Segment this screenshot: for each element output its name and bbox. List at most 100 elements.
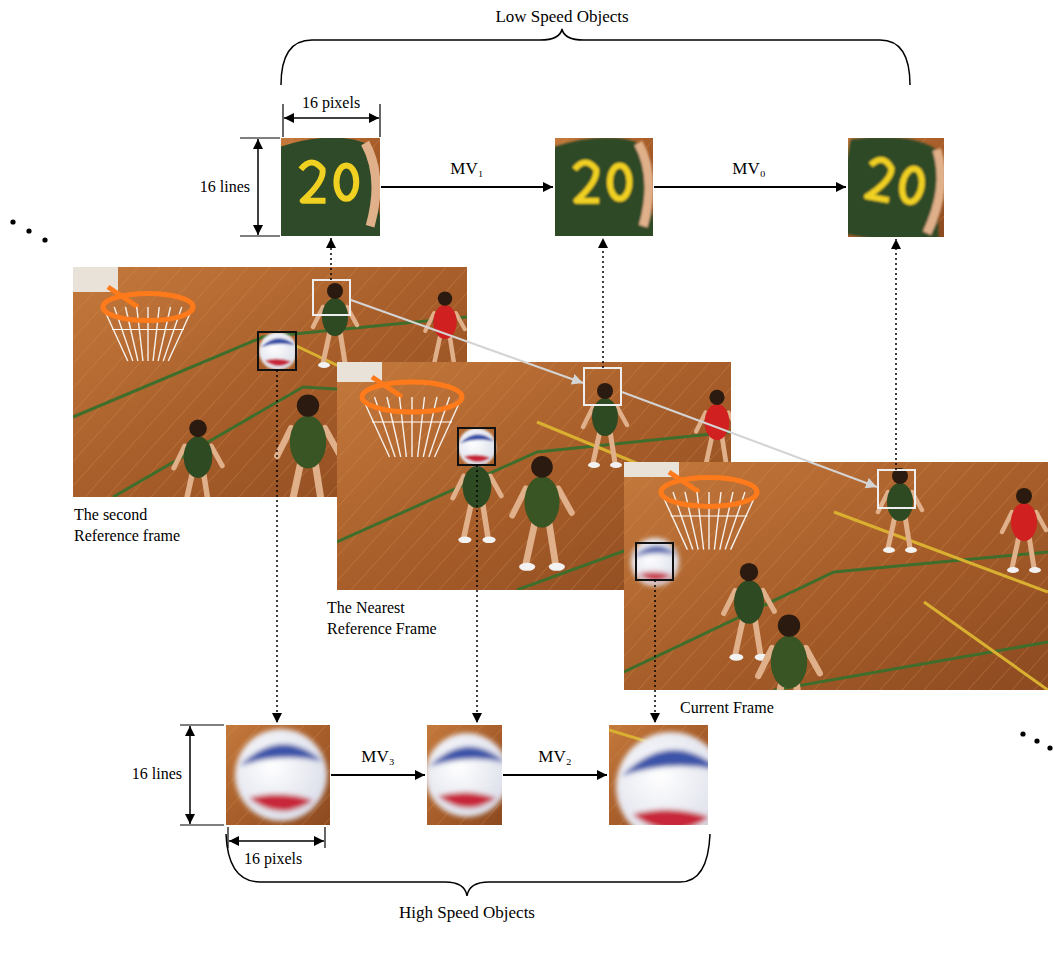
jersey-crop — [848, 138, 944, 237]
wood-floor — [226, 725, 330, 825]
video-frame: Current Frame — [624, 462, 1048, 690]
ball-crop — [609, 725, 708, 825]
player-leg — [204, 472, 210, 497]
dimension-label: 16 pixels — [302, 93, 360, 113]
court-line — [774, 642, 1048, 690]
floor-plank — [151, 267, 358, 497]
jersey-crop — [555, 138, 653, 236]
hoop-net — [112, 329, 184, 330]
continuation-dot — [10, 219, 15, 224]
jersey-picture — [555, 138, 653, 236]
continuation-dot — [26, 228, 31, 233]
dimension-label: 16 pixels — [244, 849, 302, 869]
arm — [922, 150, 944, 235]
player-head — [597, 383, 613, 399]
jersey-picture — [281, 138, 380, 236]
player-arm — [763, 591, 775, 612]
hoop-rim — [103, 294, 193, 321]
group-heading: Low Speed Objects — [495, 6, 628, 27]
player-torso — [290, 415, 326, 468]
player-head — [189, 420, 207, 438]
player-shoe — [610, 462, 622, 468]
tracked-block-white — [584, 368, 621, 405]
player-arm — [325, 428, 339, 453]
ball-blue-panel — [261, 338, 295, 347]
hoop-net — [126, 307, 138, 361]
dimension-arrow — [284, 117, 379, 119]
ball-blue-panel — [460, 434, 494, 443]
ball-red-panel — [249, 794, 313, 811]
motion-vector-label: MV₀ — [732, 158, 765, 179]
continuation-dot — [1034, 738, 1039, 743]
player-leg — [755, 618, 761, 655]
player-head — [709, 390, 724, 405]
floor-plank — [624, 462, 711, 690]
player-shoe — [1007, 567, 1019, 573]
floor-plank — [337, 362, 358, 590]
player-arm — [512, 489, 526, 516]
player-shoe — [588, 462, 600, 468]
player-shoe — [318, 362, 330, 368]
floor-plank — [395, 362, 600, 590]
hoop-net — [153, 307, 159, 361]
floor-plank — [858, 462, 1048, 690]
ball-body — [458, 428, 496, 466]
player-arm — [174, 446, 185, 468]
jersey — [555, 138, 653, 236]
player-shoe — [458, 537, 471, 544]
player-leg — [340, 331, 345, 363]
dotted-leader — [476, 465, 478, 723]
player-leg — [549, 521, 556, 564]
player-head — [1016, 488, 1032, 504]
motion-vector-arrow — [654, 186, 846, 188]
player-head — [531, 456, 553, 478]
ball-body — [631, 538, 679, 586]
floor-plank — [814, 462, 1019, 690]
jersey-picture — [848, 138, 944, 237]
trajectory-arrow — [351, 300, 583, 383]
player-leg — [888, 516, 895, 548]
ball-crop — [226, 725, 330, 825]
motion-vector-arrow — [503, 774, 607, 776]
player-arm — [211, 446, 222, 466]
trajectory-arrow — [622, 392, 877, 487]
hoop-net — [714, 492, 721, 550]
player-leg — [1012, 536, 1019, 568]
floor-plank — [483, 362, 688, 590]
ball-blue-panel — [633, 546, 676, 557]
player-torso — [705, 404, 730, 440]
ball-body — [235, 729, 327, 821]
player-torso — [592, 398, 618, 436]
ball-blue-panel — [429, 747, 502, 767]
dimension-label: 16 lines — [200, 177, 250, 197]
extension-line — [324, 827, 325, 848]
jersey-crop — [281, 138, 380, 236]
player-torso — [734, 580, 764, 624]
motion-vector-label: MV₁ — [450, 158, 483, 179]
floor-plank — [1012, 462, 1048, 690]
frame-caption: Current Frame — [680, 698, 774, 719]
floor-plank — [337, 362, 512, 590]
floor-plank — [129, 267, 336, 497]
floor-plank — [748, 462, 953, 690]
hoop-net — [147, 307, 148, 361]
frame-caption: The second Reference frame — [74, 505, 199, 547]
player-arm — [1036, 512, 1046, 530]
motion-vector-label: MV₃ — [361, 746, 394, 767]
hoop-net — [697, 492, 704, 550]
player-torso — [524, 476, 559, 527]
basketball — [631, 538, 679, 586]
hoop-net — [685, 492, 698, 550]
ball-crop — [427, 725, 502, 825]
jersey-number-shape — [865, 158, 895, 200]
player-shoe — [519, 563, 535, 571]
player-leg — [593, 431, 600, 463]
player-arm — [806, 648, 820, 673]
basketball — [616, 732, 708, 825]
floor-plank — [85, 267, 292, 497]
hoop-net — [411, 397, 412, 457]
wood-floor — [624, 462, 1048, 690]
hoop-net — [387, 397, 401, 457]
